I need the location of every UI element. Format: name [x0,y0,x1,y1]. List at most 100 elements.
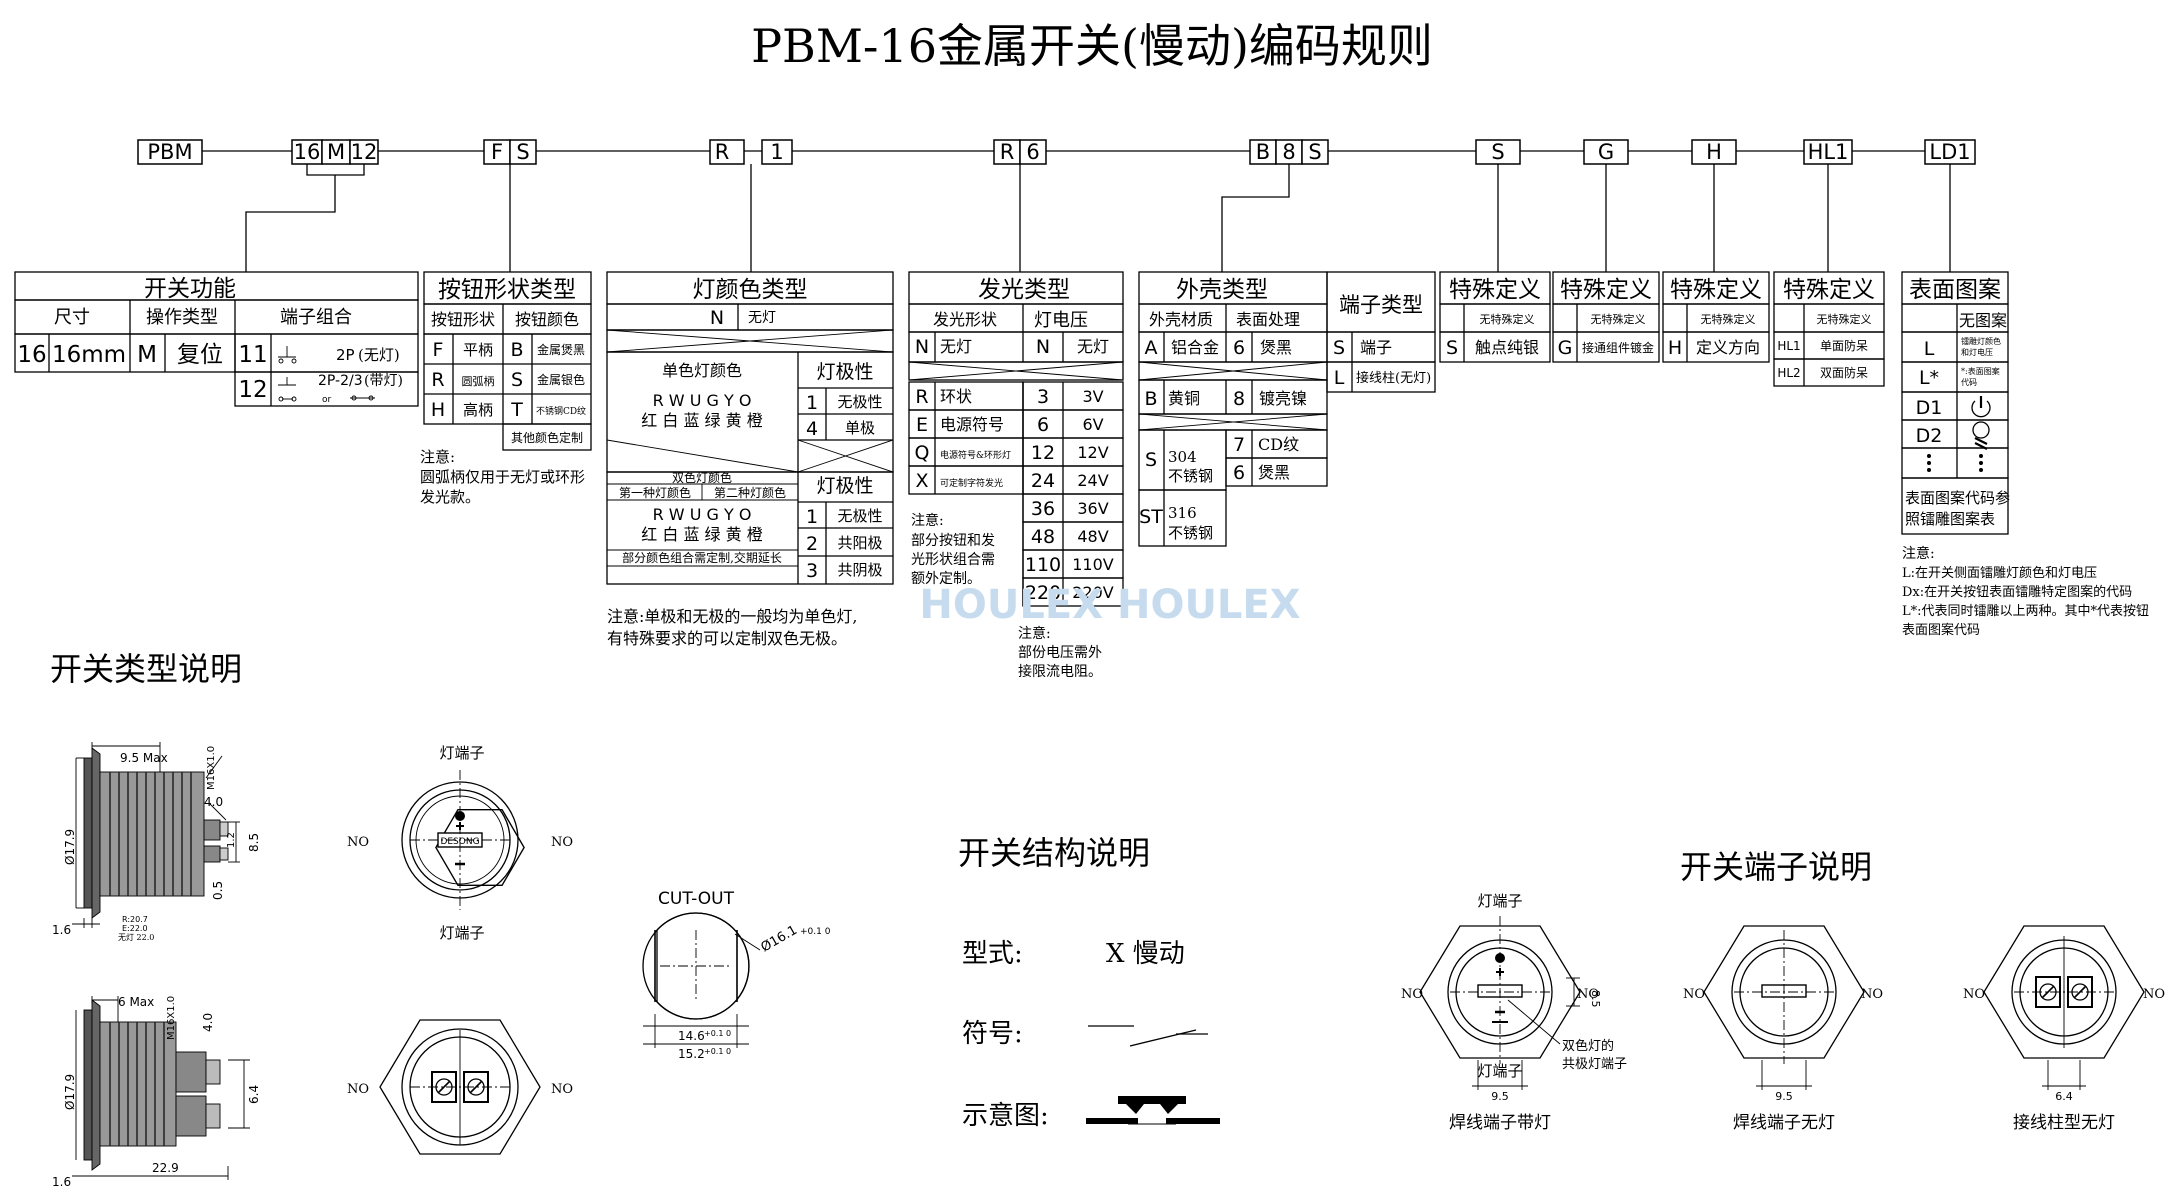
light-title: 发光类型 [978,277,1070,303]
code-r2: R [1000,140,1015,164]
shell-s: S [1145,449,1157,471]
light-shape-code: N [915,336,929,358]
struct-symbol-label: 符号: [962,1019,1023,1049]
code-s3: S [1491,140,1504,164]
dim-0-5: 0.5 [211,881,225,900]
light-shape-desc: 电源符号&环形灯 [940,449,1011,461]
light-vnote-2: 接限流电阻。 [1018,663,1102,680]
cutout-dia-tol: +0.1 0 [800,927,831,937]
button-code: F [433,339,444,361]
special1-desc: 触点纯银 [1475,338,1539,357]
dim-f22: 无灯 22.0 [118,932,154,942]
cutout-w1-tol: +0.1 0 [704,1029,731,1038]
code-1: 1 [770,140,783,164]
code-hl1: HL1 [1808,140,1849,164]
switch-schematic-icon [1086,1096,1220,1125]
light-volt-code: 6 [1037,414,1049,436]
shell-title: 外壳类型 [1176,277,1268,303]
light-volt-desc: 6V [1082,415,1103,434]
special-table-4: 特殊定义 无特殊定义 HL1 单面防呆 HL2 双面防呆 [1773,271,1885,387]
light-volt-desc: 48V [1077,527,1108,546]
special4-title: 特殊定义 [1783,277,1875,303]
shell-6-desc: 煲黑 [1260,338,1292,357]
surface-ref-2: 照镭雕图案表 [1905,510,1995,528]
surface-l-desc2: 和灯电压 [1961,347,1993,357]
button-color-header: 按钮颜色 [515,310,579,329]
term2-dim-9-5: 9.5 [1775,1090,1793,1103]
switch-2p23: 2P-2/3 [318,373,363,389]
code-m: M [327,140,345,164]
face-lamp-bottom: 灯端子 [439,924,484,942]
lampcolor-q3: 3 [806,560,818,582]
code-16: 16 [294,140,321,164]
light-volt-code: N [1036,336,1050,358]
switch-reset: 复位 [177,342,223,368]
light-volt-desc: 3V [1082,387,1103,406]
surface-note-2: Dx:在开关按钮表面镭雕特定图案的代码 [1902,584,2132,600]
special4-none: 无特殊定义 [1817,312,1872,326]
front-face-screw: NO NO [347,1019,573,1155]
dim-e22: E:22.0 [122,924,148,933]
cutout-title: CUT-OUT [658,889,735,909]
term3-caption: 接线柱型无灯 [2013,1113,2115,1133]
code-s: S [516,140,529,164]
shell-s-desc1: 304 [1168,448,1197,466]
shell-8-desc: 镀亮镍 [1259,389,1307,408]
term1-lamp-top: 灯端子 [1477,892,1522,910]
dim-17-9-b: Ø17.9 [63,1074,77,1110]
shell-st-desc2: 不锈钢 [1168,524,1213,542]
code-g: G [1598,140,1614,164]
section-terminal: 开关端子说明 [1680,848,1872,886]
button-color-name: 不锈钢CD纹 [536,405,586,417]
terminal-title: 端子类型 [1339,293,1423,317]
terminal-l: L [1334,367,1345,389]
shell-6: 6 [1233,337,1245,359]
switch-2p: 2P [336,346,355,364]
special3-desc: 定义方向 [1696,338,1760,357]
special3-none: 无特殊定义 [1701,312,1756,326]
special-table-3: 特殊定义 无特殊定义 H 定义方向 [1662,271,1770,363]
lampcolor-cn2: 红 白 蓝 绿 黄 橙 [641,525,762,544]
terminal-diagram-3: NO NO 6.4 接线柱型无灯 [1963,925,2165,1133]
code-f: F [491,140,503,164]
surface-title: 表面图案 [1909,277,2001,303]
shell-6b-desc: 煲黑 [1258,463,1290,482]
special-table-2: 特殊定义 无特殊定义 G 接通组件镀金 [1552,271,1660,363]
light-volt-desc: 无灯 [1077,337,1109,356]
term1-dual-1: 双色灯的 [1562,1038,1614,1054]
surface-note-3: L*:代表同时镭雕以上两种。其中*代表按钮 [1902,604,2149,619]
special1-title: 特殊定义 [1449,277,1541,303]
cutout-drawing: CUT-OUT Ø16.1 +0.1 0 14.6 +0.1 0 15.2 +0… [642,889,831,1061]
term1-dim-9-5: 9.5 [1491,1090,1509,1103]
shell-b-desc: 黄铜 [1168,389,1200,408]
light-shape-desc: 可定制字符发光 [940,477,1003,489]
term2-no-left: NO [1683,987,1705,1002]
switch-function-table: 开关功能 尺寸 操作类型 端子组合 16 16mm M 复位 11 12 2P … [14,271,419,407]
button-color-code: S [511,369,523,391]
term1-dual-2: 共极灯端子 [1562,1057,1627,1072]
switch-11: 11 [238,342,267,368]
dim-6-4: 6.4 [247,1085,261,1104]
term1-no-right: NO [1577,987,1599,1002]
special4-hl1-desc: 单面防呆 [1820,338,1868,353]
dim-1-6-b: 1.6 [52,1175,71,1189]
lampcolor-n-desc: 无灯 [748,310,776,326]
terminal-diagram-1: 灯端子 灯端子 双色灯的 共极灯端子 NO NO 8.5 9.5 焊线端子带灯 [1401,892,1627,1133]
power-icon [1971,396,1991,418]
light-volt-code: 12 [1031,442,1055,464]
cutout-w2-tol: +0.1 0 [704,1047,731,1056]
terminal-l-desc: 接线柱(无灯) [1356,370,1431,386]
code-8: 8 [1282,140,1295,164]
special4-hl2: HL2 [1777,366,1800,380]
code-ld1: LD1 [1929,140,1970,164]
lampcolor-p4: 4 [806,418,818,440]
lampcolor-p1: 1 [806,392,818,414]
struct-type-label: 型式: [962,939,1023,969]
switch-term-header: 端子组合 [280,307,352,328]
button-code: R [431,369,444,391]
face-no-left: NO [347,835,369,850]
button-code: H [431,399,445,421]
shell-type-table: 外壳类型 外壳材质 表面处理 A 铝合金 6 煲黑 B 黄铜 8 镀亮镍 S 3… [1138,271,1328,547]
surface-pattern-table: 表面图案 无图案 L 镭雕灯颜色 和灯电压 L* *:表面图案 代码 D1 D2… [1901,271,2149,638]
